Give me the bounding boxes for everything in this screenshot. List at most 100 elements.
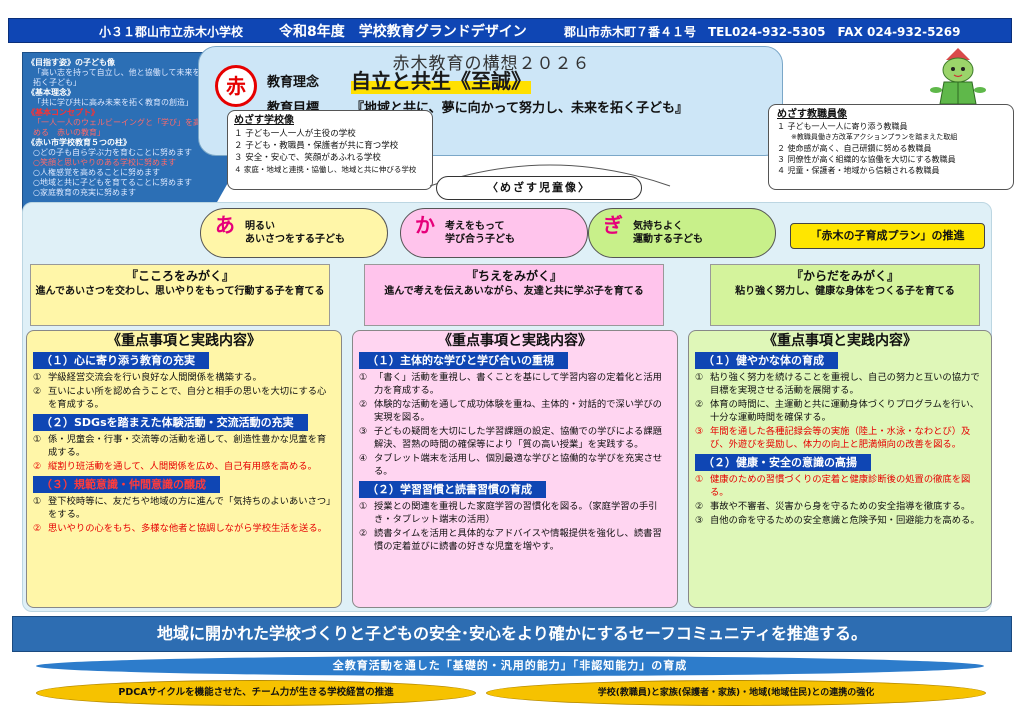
section-heading: （１）心に寄り添う教育の充実: [33, 352, 209, 369]
policy-line: 《基本理念》: [27, 88, 75, 97]
practice-item: ③ 自他の命を守るための安全意識と危険予知・回避能力を高める。: [695, 514, 985, 527]
school-address: 郡山市赤木町７番４１号 TEL024-932-5305 FAX 024-932-…: [564, 25, 961, 39]
item-text: 互いによい所を認め合うことで、自分と相手の思いを大切にする心を育成する。: [48, 386, 327, 410]
column-head-title: 『ちえをみがく』: [465, 269, 562, 283]
partnership-ellipse: 学校(教職員)と家族(保護者・家族)・地域(地域住民)との連携の強化: [486, 680, 986, 706]
item-text: 子どもの疑問を大切にした学習課題の設定、協働での学びによる課題解決、習熟の時間の…: [374, 426, 662, 450]
header-bar: 小３１郡山市立赤木小学校 令和8年度 学校教育グランドデザイン 郡山市赤木町７番…: [8, 18, 1012, 43]
column-head-desc: 進んであいさつを交わし、思いやりをもって行動する子を育てる: [35, 286, 325, 297]
item-number: ②: [33, 461, 42, 472]
column-head-title: 『こころをみがく』: [125, 269, 234, 283]
ideal-staff-box: めざす教職員像 １ 子ども一人一人に寄り添う教職員 ※教職員働き方改革アクション…: [768, 104, 1014, 190]
item-number: ②: [359, 399, 368, 410]
ideal-school-item: １ 子ども一人一人が主役の学校: [234, 129, 356, 139]
mascot-character-icon: [930, 48, 986, 105]
item-number: ③: [695, 515, 704, 526]
section-heading: （１）主体的な学びと学び合いの重視: [359, 352, 568, 369]
priority-title: 《重点事項と実践内容》: [763, 333, 917, 349]
ideal-staff-note: ※教職員働き方改革アクションプランを踏まえた取組: [791, 133, 958, 141]
ideal-school-box: めざす学校像 １ 子ども一人一人が主役の学校 ２ 子ども・教職員・保護者が共に育…: [227, 110, 433, 190]
item-text: 登下校時等に、友だちや地域の方に進んで「気持ちのよいあいさつ」をする。: [48, 496, 331, 520]
item-number: ③: [359, 426, 368, 437]
safe-community-banner: 地域に開かれた学校づくりと子どもの安全･安心をより確かにするセーフコミュニティを…: [12, 616, 1012, 652]
oval-line2: 学び合う子ども: [445, 234, 515, 245]
section-heading: （２）学習習慣と読書習慣の育成: [359, 481, 546, 498]
item-text: タブレット端末を活用し、個別最適な学びと協働的な学びを充実させる。: [374, 453, 663, 477]
training-plan-badge: 「赤木の子育成プラン」の推進: [790, 223, 985, 249]
item-text: 体験的な活動を通して成功体験を重ね、主体的・対話的で深い学びの実現を図る。: [374, 399, 662, 423]
goal-value: 『地域と共に、夢に向かって努力し、未来を拓く子ども』: [351, 101, 688, 116]
ideal-staff-item: ３ 同僚性が高く組織的な協働を大切にする教職員: [777, 155, 956, 164]
item-number: ①: [695, 372, 704, 383]
child-goal-oval-gi: ぎ 気持ちよく運動する子ども: [588, 208, 776, 258]
section-heading: （２）健康・安全の意識の高揚: [695, 454, 871, 471]
practice-item: ② 思いやりの心をもち、多様な他者と協調しながら学校生活を送る。: [33, 522, 335, 535]
policy-line: 「一人一人のウェルビーイングと「学び」を高める 赤いの教育」: [33, 118, 201, 137]
policy-line: ○どの子も自ら学ぶ力を育むことに努めます: [33, 148, 192, 157]
policy-line: 《基本コンセプト》: [27, 108, 99, 117]
policy-line: ○地域と共に子どもを育てることに努めます: [33, 178, 192, 187]
item-text: 事故や不審者、災害から身を守るための安全指導を徹底する。: [710, 501, 971, 512]
kana-ka: か: [415, 213, 435, 237]
oval-line1: 明るい: [245, 221, 275, 232]
item-number: ①: [33, 372, 42, 383]
item-text: 縦割り班活動を通して、人間関係を広め、自己有用感を高める。: [48, 461, 317, 472]
practice-item: ③ 年間を通した各種記録会等の実施（陸上・水泳・なわとび）及び、外遊びを奨励し、体…: [695, 425, 985, 451]
practice-item: ② 事故や不審者、災害から身を守るための安全指導を徹底する。: [695, 500, 985, 513]
item-text: 体育の時間に、主運動と共に運動身体づくりプログラムを行い、十分な運動時間を確保す…: [710, 399, 980, 423]
item-text: 学級経営交流会を行い良好な人間関係を構築する。: [48, 372, 262, 383]
school-logo-icon: 赤: [215, 65, 257, 107]
practice-item: ② 体験的な活動を通して成功体験を重ね、主体的・対話的で深い学びの実現を図る。: [359, 398, 671, 424]
document-title: 令和8年度 学校教育グランドデザイン: [279, 24, 527, 40]
item-number: ②: [33, 523, 42, 534]
item-number: ②: [359, 528, 368, 539]
oval-line2: 運動する子ども: [633, 234, 703, 245]
item-text: 粘り強く努力を続けることを重視し、自己の努力と互いの協力で目標を実現させる活動を…: [710, 372, 980, 396]
item-number: ②: [695, 399, 704, 410]
wisdom-head: 『ちえをみがく』 進んで考えを伝えあいながら、友達と共に学ぶ子を育てる: [364, 264, 664, 326]
column-head-title: 『からだをみがく』: [790, 269, 899, 283]
priority-title: 《重点事項と実践内容》: [107, 333, 261, 349]
practice-item: ① 「書く」活動を重視し、書くことを基にして学習内容の定着化と活用力を育成する。: [359, 371, 671, 397]
child-goal-oval-a: あ 明るいあいさつをする子ども: [200, 208, 388, 258]
item-number: ③: [695, 426, 704, 437]
item-text: 健康のための習慣づくりの定着と健康診断後の処置の徹底を図る。: [710, 474, 971, 498]
item-number: ②: [695, 501, 704, 512]
body-column: 《重点事項と実践内容》 （１）健やかな体の育成 ① 粘り強く努力を続けることを重視し、…: [688, 330, 992, 608]
item-number: ①: [359, 501, 368, 512]
practice-item: ① 授業との関連を重視した家庭学習の習慣化を図る。（家庭学習の手引き・タブレット端…: [359, 500, 671, 526]
item-text: 係・児童会・行事・交流等の活動を通して、創造性豊かな児童を育成する。: [48, 434, 327, 458]
oval-line2: あいさつをする子ども: [245, 234, 345, 245]
oval-line1: 考えをもって: [445, 221, 505, 232]
section-heading: （２）SDGsを踏まえた体験活動・交流活動の充実: [33, 414, 308, 431]
item-text: 授業との関連を重視した家庭学習の習慣化を図る。（家庭学習の手引き・タブレット端末…: [374, 501, 658, 525]
wisdom-column: 《重点事項と実践内容》 （１）主体的な学びと学び合いの重視 ① 「書く」活動を重視し、…: [352, 330, 678, 608]
practice-item: ② 読書タイムを活用と具体的なアドバイスや情報提供を強化し、読書習慣の定着並びに読…: [359, 527, 671, 553]
policy-line: ○家庭教育の充実に努めます: [33, 188, 136, 197]
ideal-child-label: 〈めざす児童像〉: [436, 176, 642, 200]
ideal-staff-item: ４ 児童・保護者・地域から信頼される教職員: [777, 166, 940, 175]
policy-line: 「共に学び共に高み未来を拓く教育の創造」: [33, 98, 193, 107]
item-text: 読書タイムを活用と具体的なアドバイスや情報提供を強化し、読書習慣の定着並びに読書…: [374, 528, 662, 552]
heart-head: 『こころをみがく』 進んであいさつを交わし、思いやりをもって行動する子を育てる: [30, 264, 330, 326]
practice-item: ③ 子どもの疑問を大切にした学習課題の設定、協働での学びによる課題解決、習熟の時間…: [359, 425, 671, 451]
item-number: ①: [359, 372, 368, 383]
section-heading: （１）健やかな体の育成: [695, 352, 838, 369]
priority-title: 《重点事項と実践内容》: [438, 333, 592, 349]
item-text: 「書く」活動を重視し、書くことを基にして学習内容の定着化と活用力を育成する。: [374, 372, 662, 396]
heart-column: 《重点事項と実践内容》 （１）心に寄り添う教育の充実 ① 学級経営交流会を行い良好な人…: [26, 330, 342, 608]
item-text: 自他の命を守るための安全意識と危険予知・回避能力を高める。: [710, 515, 980, 526]
item-text: 年間を通した各種記録会等の実施（陸上・水泳・なわとび）及び、外遊びを奨励し、体力…: [710, 426, 971, 450]
school-name: 小３１郡山市立赤木小学校: [99, 25, 244, 39]
child-goal-oval-ka: か 考えをもって学び合う子ども: [400, 208, 588, 258]
practice-item: ① 粘り強く努力を続けることを重視し、自己の努力と互いの協力で目標を実現させる活動…: [695, 371, 985, 397]
item-text: 思いやりの心をもち、多様な他者と協調しながら学校生活を送る。: [48, 523, 327, 534]
policy-line: ○笑顔と思いやりのある学校に努めます: [33, 158, 176, 167]
ideal-school-item: ４ 家庭・地域と連携・協働し、地域と共に伸びる学校: [234, 165, 417, 174]
practice-item: ① 学級経営交流会を行い良好な人間関係を構築する。: [33, 371, 335, 384]
